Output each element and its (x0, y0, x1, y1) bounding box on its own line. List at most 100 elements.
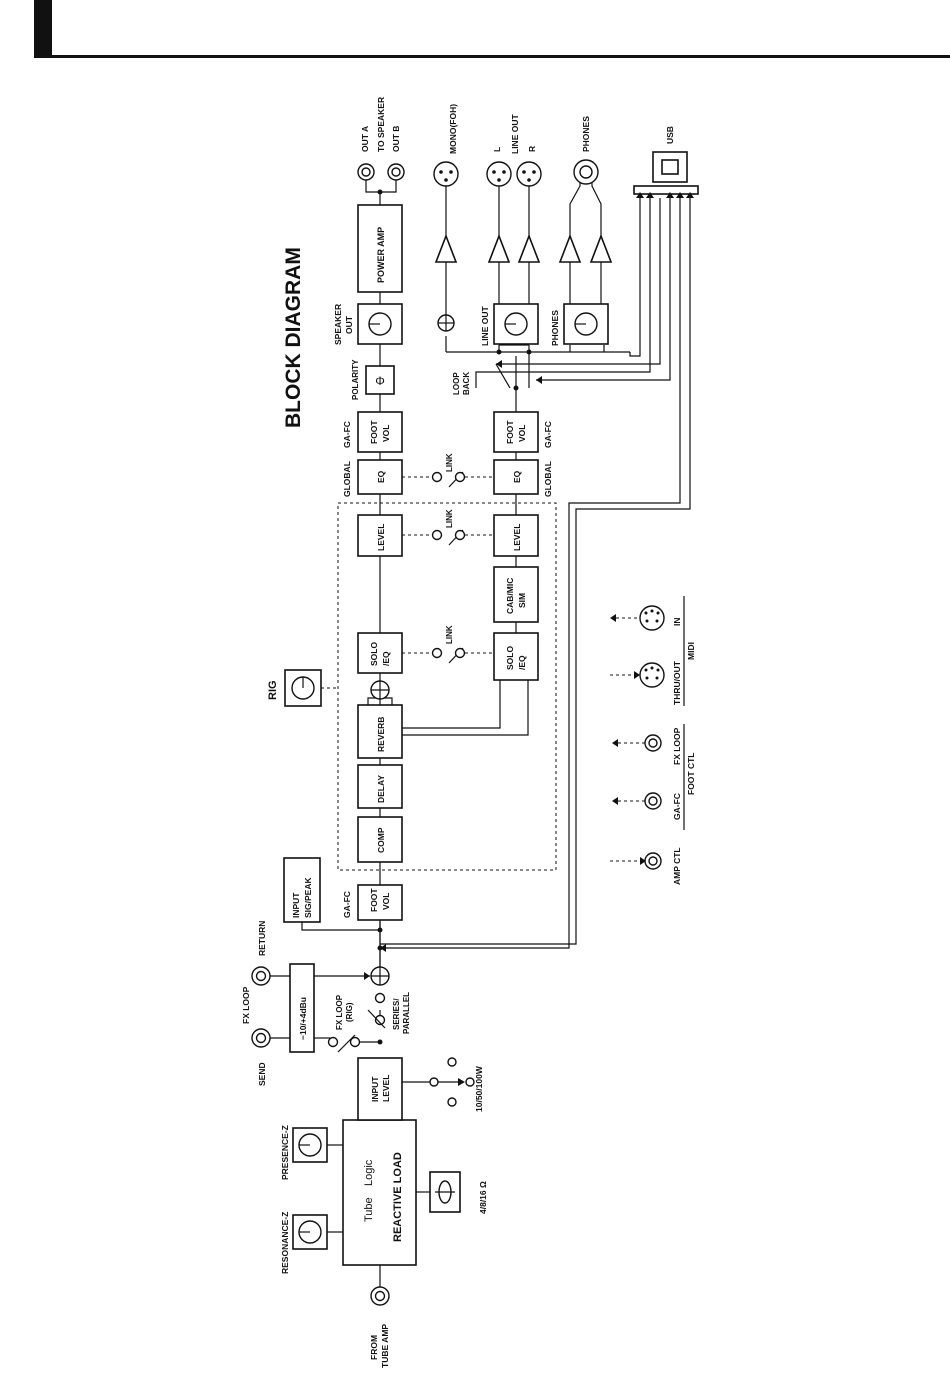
watts-selector[interactable] (429, 1057, 475, 1107)
resonance-z-knob[interactable] (292, 1214, 328, 1250)
midi-in-label: IN (672, 618, 682, 627)
ga-fc-jack-label: GA-FC (672, 793, 682, 820)
level-block-upper: LEVEL (357, 514, 403, 557)
speaker-out-label-1: SPEAKER (333, 304, 343, 345)
out-b-label: OUT B (391, 126, 401, 152)
series-parallel-label-2: PARALLEL (402, 992, 411, 1034)
foot-vol-block-lower: FOOT VOL (493, 411, 539, 453)
foot-vol-upper-label-1: FOOT (369, 420, 379, 444)
loop-back-label-1: LOOP (452, 372, 461, 395)
solo-eq-upper-label-1: SOLO (369, 642, 379, 666)
mono-foh-xlr[interactable] (433, 161, 459, 187)
out-a-jack[interactable] (357, 163, 375, 181)
comp-label: COMP (376, 827, 386, 853)
fx-level-block: −10/+4dBu (289, 963, 315, 1053)
impedance-label: 4/8/16 Ω (478, 1181, 488, 1214)
usb-bus-bar (633, 185, 699, 195)
midi-thru-out-jack[interactable] (639, 662, 665, 688)
global-label-upper: GLOBAL (342, 461, 352, 497)
line-out-top-label: LINE OUT (510, 114, 520, 154)
delay-block: DELAY (357, 764, 403, 809)
fx-loop-send-jack[interactable] (251, 1028, 271, 1048)
usb-label: USB (665, 126, 675, 144)
foot-ctl-label: FOOT CTL (686, 753, 696, 796)
header-rule (34, 55, 950, 58)
delay-label: DELAY (376, 775, 386, 803)
reverb-sum-node (370, 680, 390, 700)
from-tube-amp-label-2: TUBE AMP (380, 1324, 390, 1368)
solo-eq-upper-label-2: /EQ (381, 651, 391, 666)
watts-label: 10/50/100W (474, 1065, 484, 1112)
phones-label: PHONES (550, 310, 560, 346)
line-out-l-amp-triangle (487, 233, 511, 263)
tube-logo-text: Tube (363, 1197, 375, 1222)
fx-loop-return-jack[interactable] (251, 966, 271, 986)
send-label: SEND (257, 1062, 267, 1086)
rig-knob[interactable] (284, 669, 322, 707)
fx-loop-rig-label-2: (RIG) (345, 1002, 354, 1022)
solo-eq-block-lower: SOLO /EQ (493, 632, 539, 681)
cab-mic-sim-label-1: CAB/MIC (505, 578, 515, 614)
out-a-label: OUT A (360, 126, 370, 152)
global-label-lower: GLOBAL (543, 461, 553, 497)
rig-effects-area (337, 502, 557, 871)
series-parallel-switch[interactable] (367, 992, 386, 1029)
input-level-label-2: LEVEL (381, 1075, 391, 1102)
from-tube-amp-jack[interactable] (370, 1286, 390, 1306)
reactive-load-label: REACTIVE LOAD (392, 1152, 404, 1242)
return-label: RETURN (257, 921, 267, 956)
line-out-r-xlr[interactable] (516, 161, 542, 187)
input-sig-peak-indicator: INPUT SIG/PEAK (283, 857, 321, 923)
fx-loop-label: FX LOOP (241, 986, 251, 1024)
link-switch-solo[interactable] (402, 647, 494, 664)
line-out-label: LINE OUT (480, 306, 490, 346)
link-label-eq: LINK (445, 453, 454, 472)
speaker-out-knob[interactable] (357, 303, 403, 345)
impedance-selector[interactable] (429, 1171, 461, 1213)
fx-loop-ctl-jack[interactable] (644, 734, 662, 752)
input-level-label-1: INPUT (370, 1076, 380, 1102)
ga-fc-jack[interactable] (644, 792, 662, 810)
reverb-block: REVERB (357, 704, 403, 759)
power-amp-block: POWER AMP (357, 204, 403, 293)
presence-z-knob[interactable] (292, 1127, 328, 1163)
link-switch-level[interactable] (402, 529, 494, 546)
line-out-knob[interactable] (493, 303, 539, 345)
amp-ctl-jack[interactable] (644, 852, 662, 870)
cab-mic-sim-label-2: SIM (517, 593, 527, 608)
mono-amp-triangle (434, 233, 458, 263)
line-out-l-label: L (492, 147, 502, 152)
from-tube-amp-label: FROM (369, 1335, 379, 1360)
to-speaker-label: TO SPEAKER (376, 97, 386, 152)
phones-r-amp-triangle (589, 233, 613, 263)
phones-knob[interactable] (563, 303, 609, 345)
polarity-symbol: Φ (375, 374, 385, 388)
phones-jack[interactable] (573, 159, 599, 185)
midi-in-jack[interactable] (639, 605, 665, 631)
reverb-label: REVERB (376, 717, 386, 752)
usb-port[interactable] (652, 151, 688, 183)
line-out-r-label: R (527, 146, 537, 152)
line-out-l-xlr[interactable] (486, 161, 512, 187)
polarity-block[interactable]: Φ (365, 365, 395, 395)
link-switch-eq[interactable] (402, 471, 494, 488)
midi-label: MIDI (686, 642, 696, 660)
loop-back-switch[interactable] (475, 363, 511, 389)
link-label-solo: LINK (445, 625, 454, 644)
polarity-label: POLARITY (351, 359, 360, 400)
solo-eq-lower-label-2: /EQ (517, 655, 527, 670)
power-amp-label: POWER AMP (376, 227, 386, 283)
mono-sum-node (437, 314, 455, 332)
logic-logo-text: Logic (363, 1159, 375, 1186)
phones-top-label: PHONES (581, 116, 591, 152)
fx-loop-rig-switch[interactable] (327, 1034, 361, 1053)
phones-l-amp-triangle (558, 233, 582, 263)
input-sig-peak-label-2: SIG/PEAK (303, 877, 313, 918)
out-b-jack[interactable] (387, 163, 405, 181)
foot-vol-lower-label-1: FOOT (505, 420, 515, 444)
foot-vol-input-label-1: FOOT (369, 888, 379, 912)
cab-mic-sim-block: CAB/MIC SIM (493, 566, 539, 623)
foot-vol-upper-label-2: VOL (381, 425, 391, 442)
input-sig-peak-label-1: INPUT (291, 892, 301, 918)
